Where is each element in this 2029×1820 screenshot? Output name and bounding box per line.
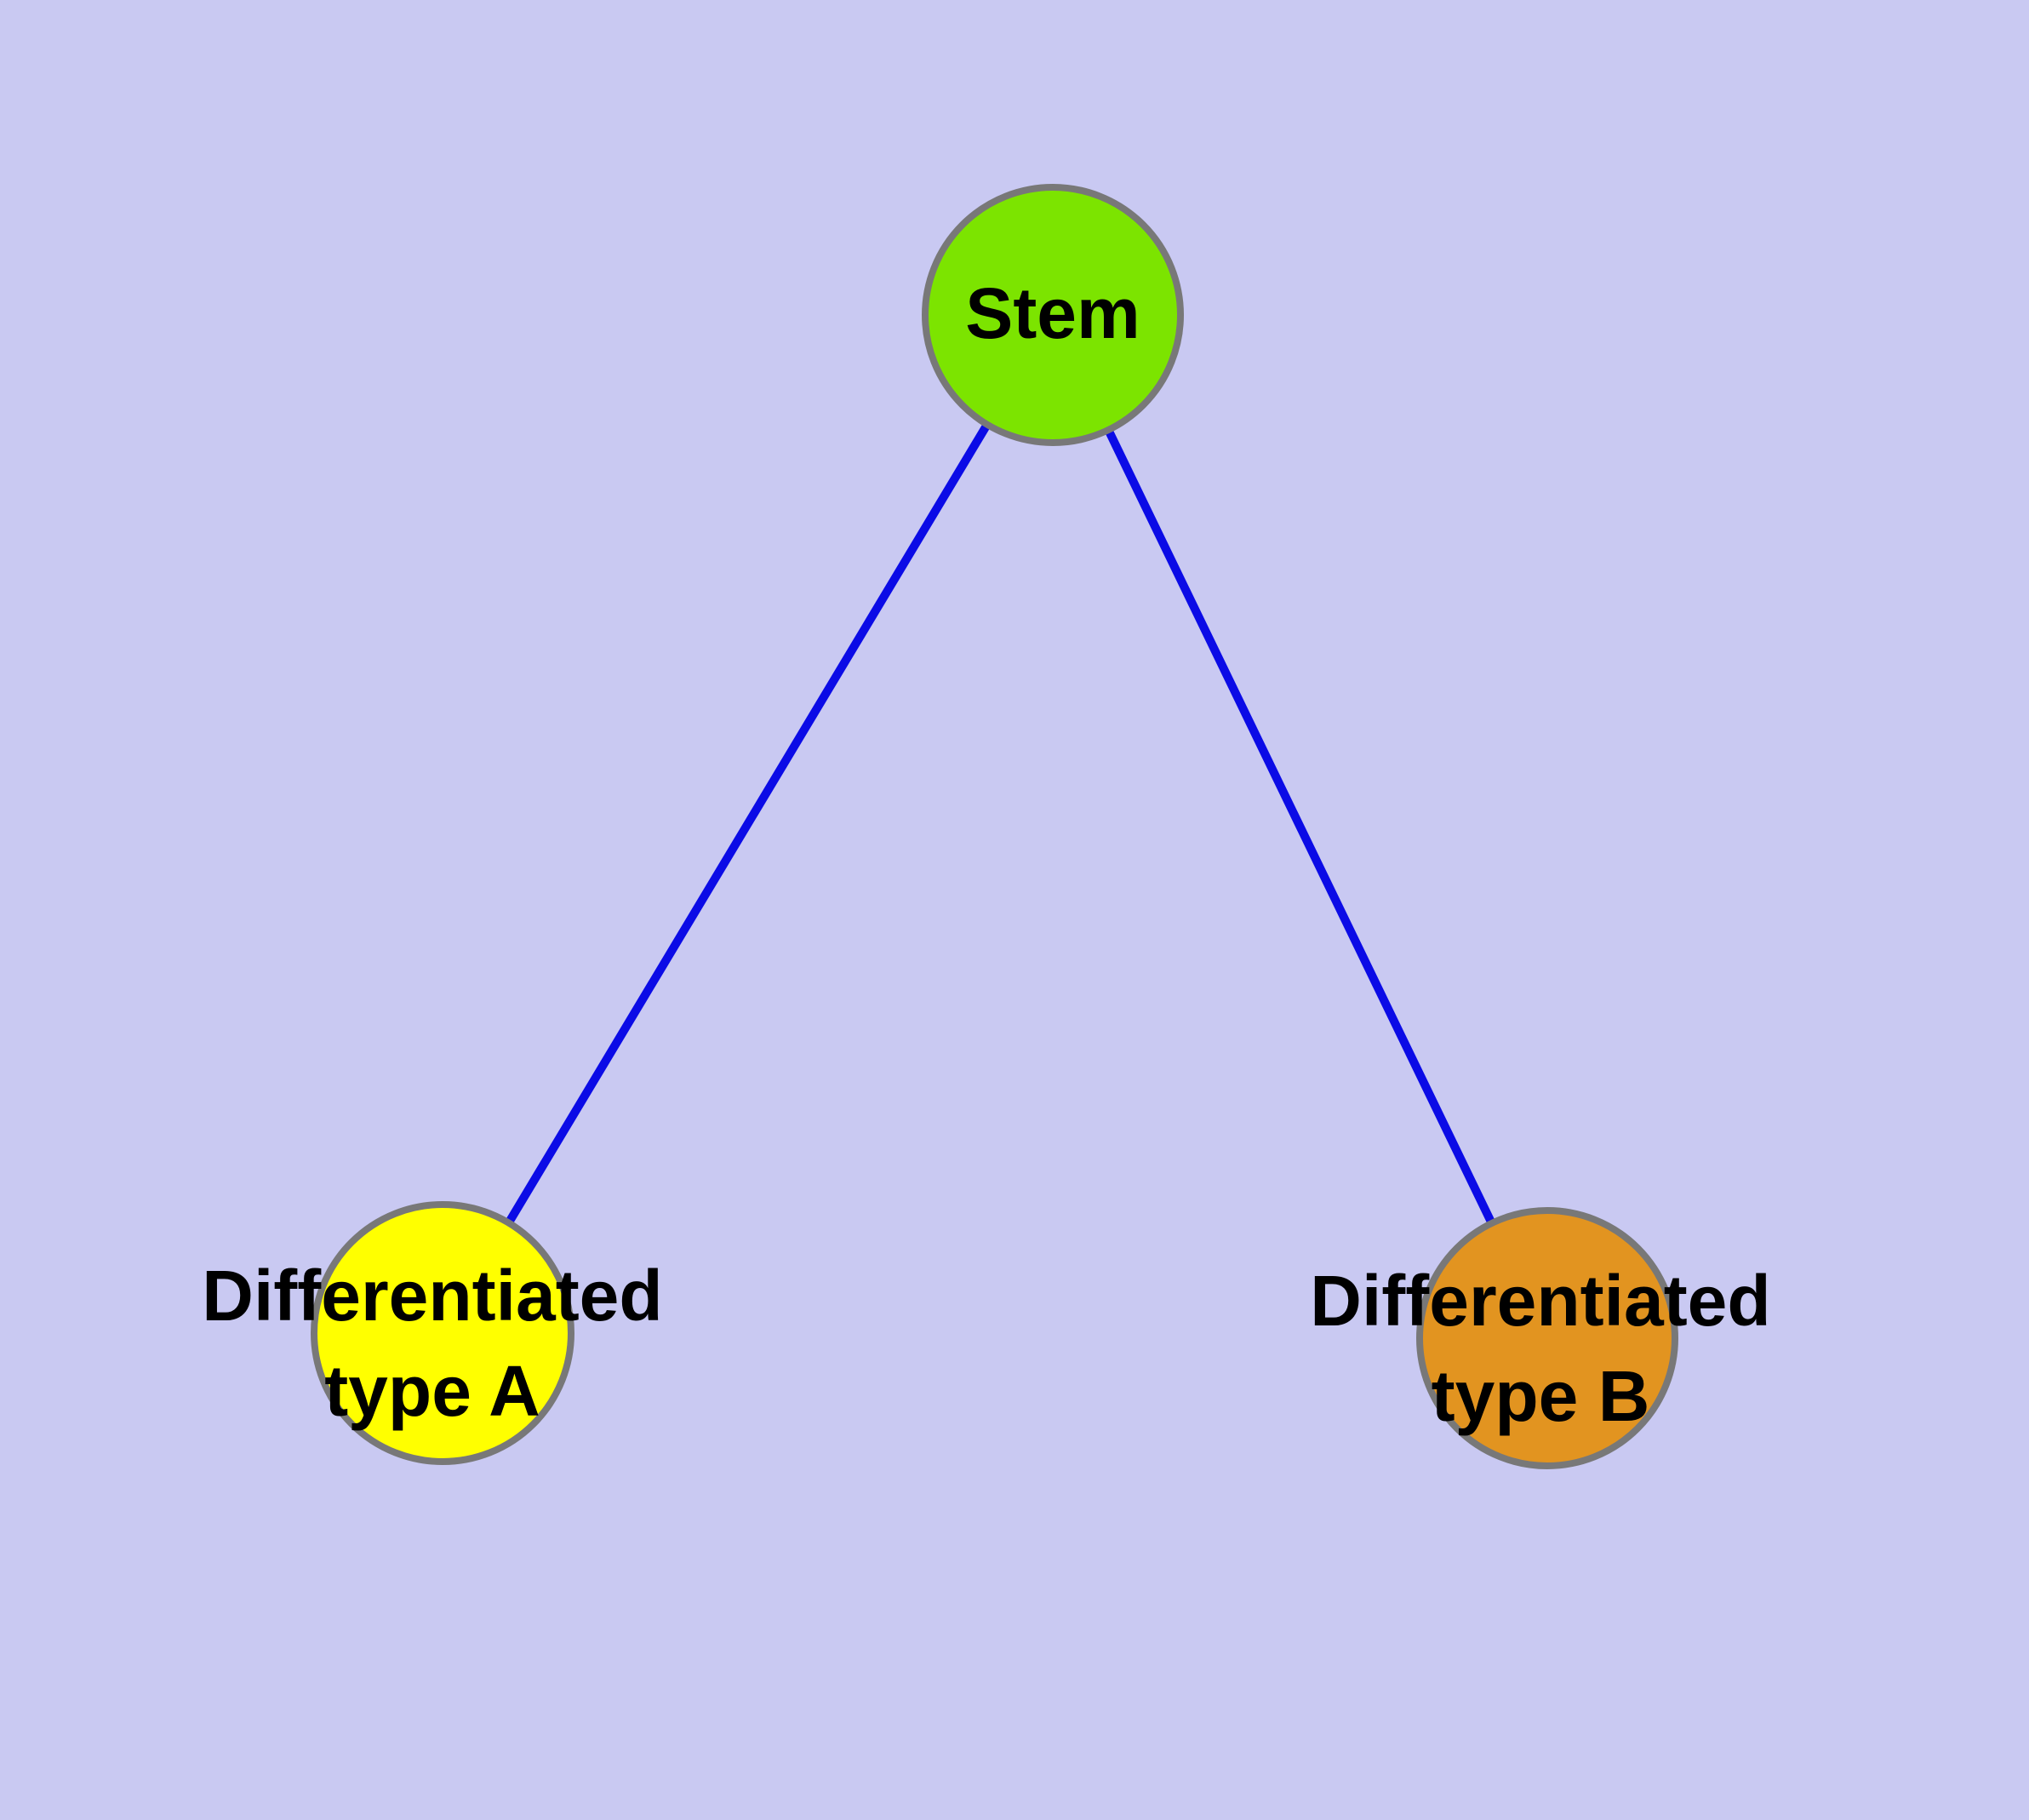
node-label-type-b-line1: Differentiated [1310,1261,1771,1341]
node-differentiated-type-a [311,1201,574,1465]
node-label-differentiated-type-b: Differentiated type B [1310,1253,1770,1444]
edge-stem-to-type-a [438,311,1057,1337]
edge-stem-to-type-b [1049,311,1552,1342]
node-stem [922,184,1184,446]
node-label-stem: Stem [965,273,1140,353]
node-label-type-a-line1: Differentiated [202,1256,663,1336]
node-label-type-a-line2: type A [324,1351,540,1431]
node-differentiated-type-b [1416,1207,1678,1469]
node-label-type-b-line2: type B [1431,1356,1650,1436]
node-label-differentiated-type-a: Differentiated type A [202,1248,662,1439]
